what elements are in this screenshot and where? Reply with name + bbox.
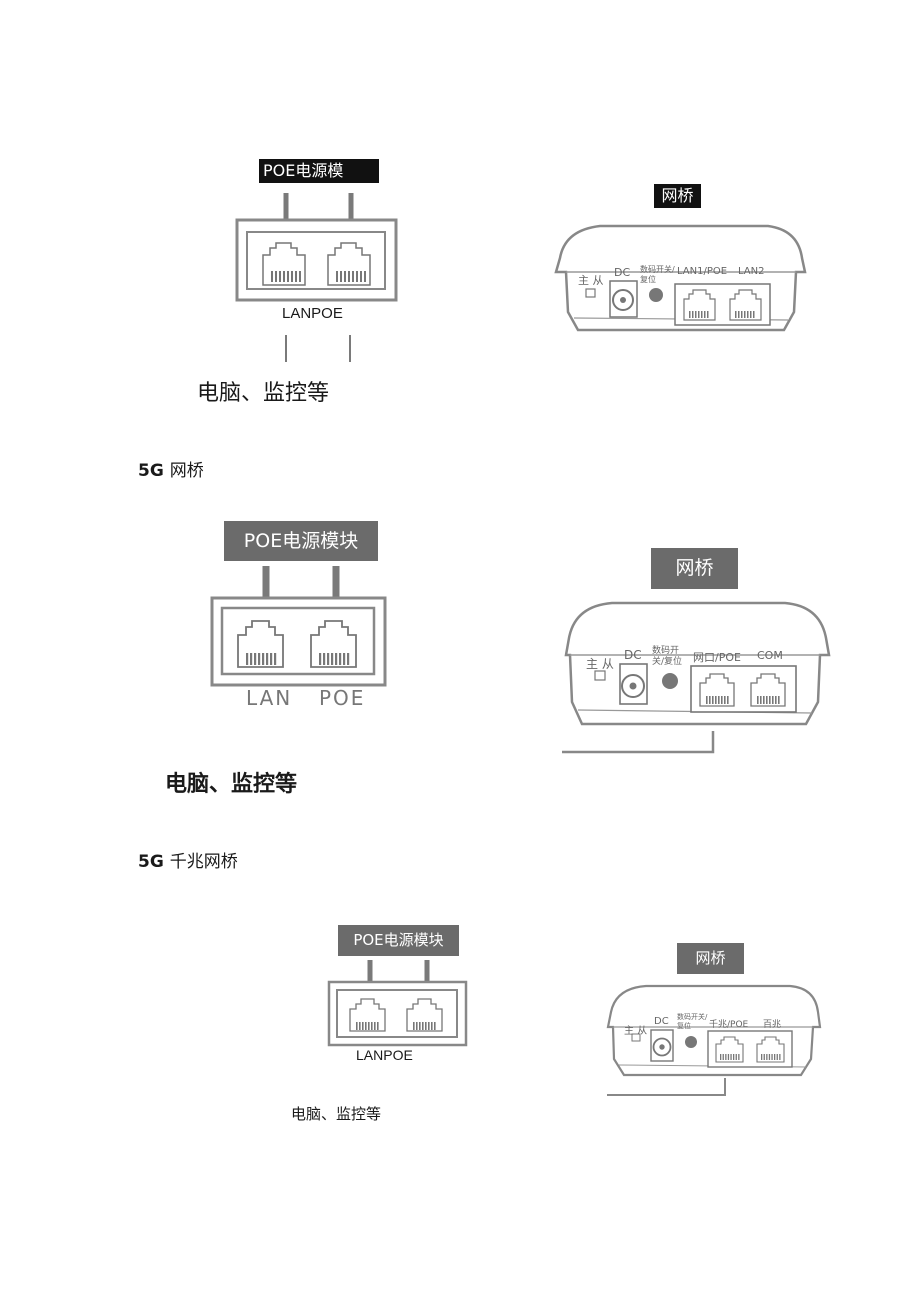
- port1-label: 网口/POE: [693, 651, 741, 664]
- heading-prefix: 5G: [138, 461, 164, 481]
- section-heading-5g-gigabit-bridge: 5G 千兆网桥: [138, 847, 238, 872]
- dc-label: DC: [654, 1016, 669, 1027]
- bridge-device-diagram: [606, 984, 822, 1096]
- poe-module-label: POE电源模块: [338, 925, 459, 956]
- bridge-label: 网桥: [677, 943, 744, 974]
- poe-module-label: POE电源模块: [224, 521, 378, 561]
- bridge-device-diagram: [554, 224, 807, 332]
- device-caption: 电脑、监控等: [197, 381, 330, 406]
- device-caption: 电脑、监控等: [291, 1105, 382, 1123]
- poe-module-diagram: [235, 193, 398, 362]
- master-slave-label: 主 从: [586, 657, 614, 671]
- port2-label: 百兆: [763, 1020, 782, 1030]
- port-caption: LANPOE: [356, 1047, 413, 1063]
- dc-label: DC: [624, 648, 642, 662]
- switch-reset-label: 数码开关/复位: [677, 1013, 708, 1030]
- lan-label: LAN: [246, 686, 293, 710]
- bridge-label: 网桥: [654, 184, 701, 208]
- port1-label: 千兆/POE: [709, 1020, 749, 1030]
- dc-label: DC: [614, 266, 631, 279]
- switch-reset-label: 数码开关/复位: [652, 646, 683, 667]
- poe-label: POE: [319, 686, 366, 710]
- lan1-poe-label: LAN1/POE: [677, 266, 728, 277]
- section-heading-5g-bridge: 5G 网桥: [138, 456, 204, 481]
- heading-text: 网桥: [169, 461, 204, 481]
- master-slave-label: 主 从: [624, 1026, 648, 1037]
- lan2-label: LAN2: [738, 266, 765, 277]
- port2-label: COM: [757, 649, 783, 662]
- heading-text: 千兆网桥: [169, 852, 238, 872]
- poe-module-diagram: [327, 960, 468, 1047]
- master-slave-label: 主 从: [578, 274, 604, 287]
- poe-module-label: POE电源模: [259, 159, 379, 183]
- heading-prefix: 5G: [138, 852, 164, 872]
- bridge-label: 网桥: [651, 548, 738, 589]
- device-caption: 电脑、监控等: [165, 772, 298, 797]
- bridge-device-diagram: [562, 601, 831, 754]
- switch-reset-label: 数码开关/复位: [640, 265, 675, 284]
- poe-module-diagram: [210, 566, 387, 687]
- port-caption: LANPOE: [282, 305, 343, 322]
